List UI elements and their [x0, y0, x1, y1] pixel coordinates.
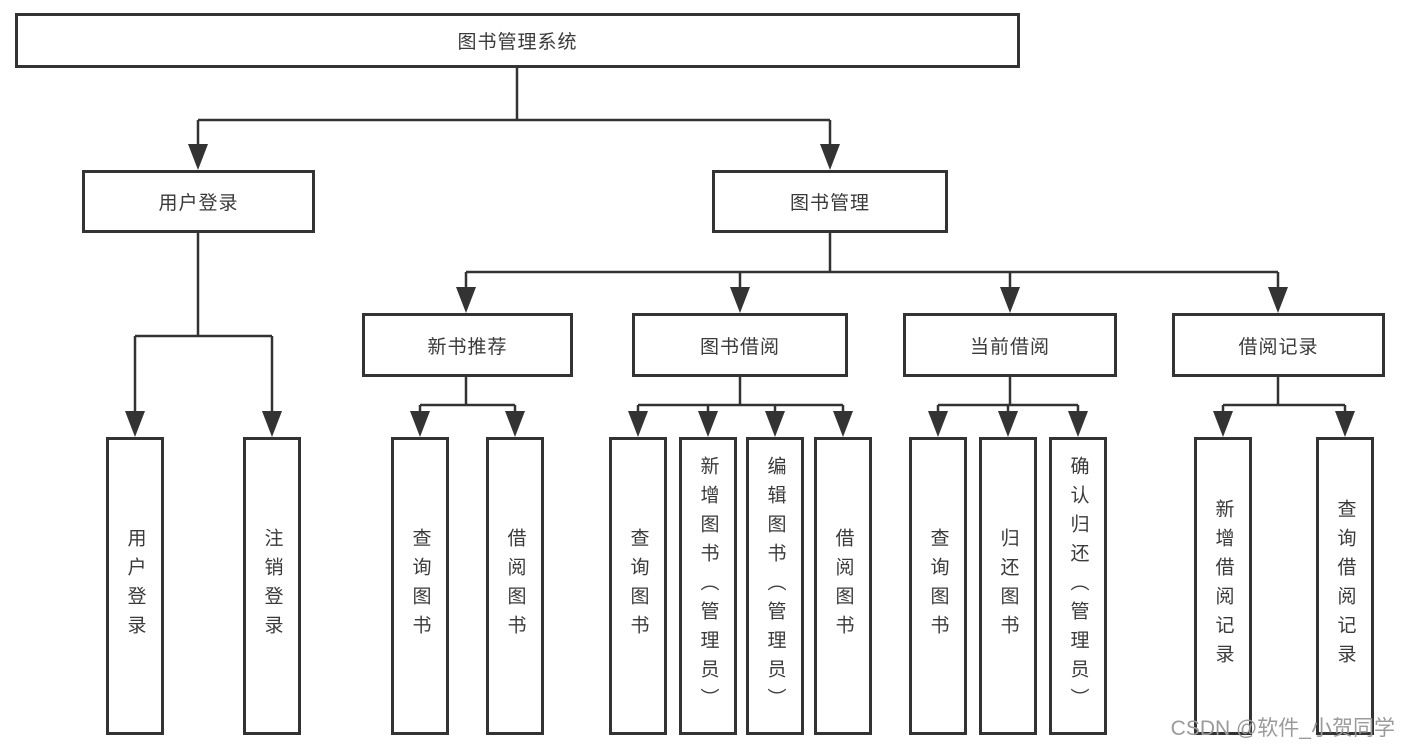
leaf-label: 新增借阅记录	[1212, 499, 1234, 673]
leaf-user-login: 用户登录	[106, 437, 164, 735]
leaf-query-books-current: 查询图书	[909, 437, 967, 735]
leaf-label: 查询图书	[627, 528, 649, 644]
leaf-borrow-books: 借阅图书	[814, 437, 872, 735]
leaf-label: 确认归还（管理员）	[1067, 455, 1089, 717]
node-label: 图书管理系统	[457, 32, 578, 53]
leaf-label: 新增图书（管理员）	[697, 455, 719, 717]
node-label: 用户登录	[158, 193, 239, 214]
node-label: 图书借阅	[699, 336, 780, 358]
node-user-login: 用户登录	[82, 170, 315, 233]
leaf-borrow-books-recommend: 借阅图书	[486, 437, 544, 735]
leaf-query-borrow-record: 查询借阅记录	[1316, 437, 1374, 735]
leaf-confirm-return-admin: 确认归还（管理员）	[1049, 437, 1107, 735]
node-new-book-recommend: 新书推荐	[362, 313, 573, 377]
node-current-borrowing: 当前借阅	[903, 313, 1117, 377]
node-label: 新书推荐	[427, 336, 508, 358]
leaf-query-books-recommend: 查询图书	[391, 437, 449, 735]
leaf-label: 借阅图书	[504, 528, 526, 644]
leaf-label: 查询图书	[927, 528, 949, 644]
leaf-label: 借阅图书	[832, 528, 854, 644]
arrowheads	[125, 144, 1355, 437]
leaf-add-books-admin: 新增图书（管理员）	[679, 437, 737, 735]
leaf-edit-books-admin: 编辑图书（管理员）	[746, 437, 804, 735]
node-borrowing-records: 借阅记录	[1172, 313, 1385, 377]
leaf-label: 编辑图书（管理员）	[764, 455, 786, 717]
node-book-borrowing: 图书借阅	[632, 313, 848, 377]
node-label: 图书管理	[789, 193, 870, 214]
leaf-add-borrow-record: 新增借阅记录	[1194, 437, 1252, 735]
leaf-label: 归还图书	[997, 528, 1019, 644]
leaf-return-books: 归还图书	[979, 437, 1037, 735]
leaf-label: 注销登录	[261, 528, 283, 644]
node-book-management: 图书管理	[712, 170, 948, 233]
watermark: CSDN @软件_小贺同学	[1170, 717, 1395, 740]
leaf-query-books-borrowing: 查询图书	[609, 437, 667, 735]
leaf-label: 用户登录	[124, 528, 146, 644]
leaf-logout: 注销登录	[243, 437, 301, 735]
node-library-system: 图书管理系统	[15, 13, 1020, 68]
node-label: 当前借阅	[969, 336, 1050, 358]
leaf-label: 查询借阅记录	[1334, 499, 1356, 673]
leaf-label: 查询图书	[409, 528, 431, 644]
node-label: 借阅记录	[1238, 336, 1319, 358]
